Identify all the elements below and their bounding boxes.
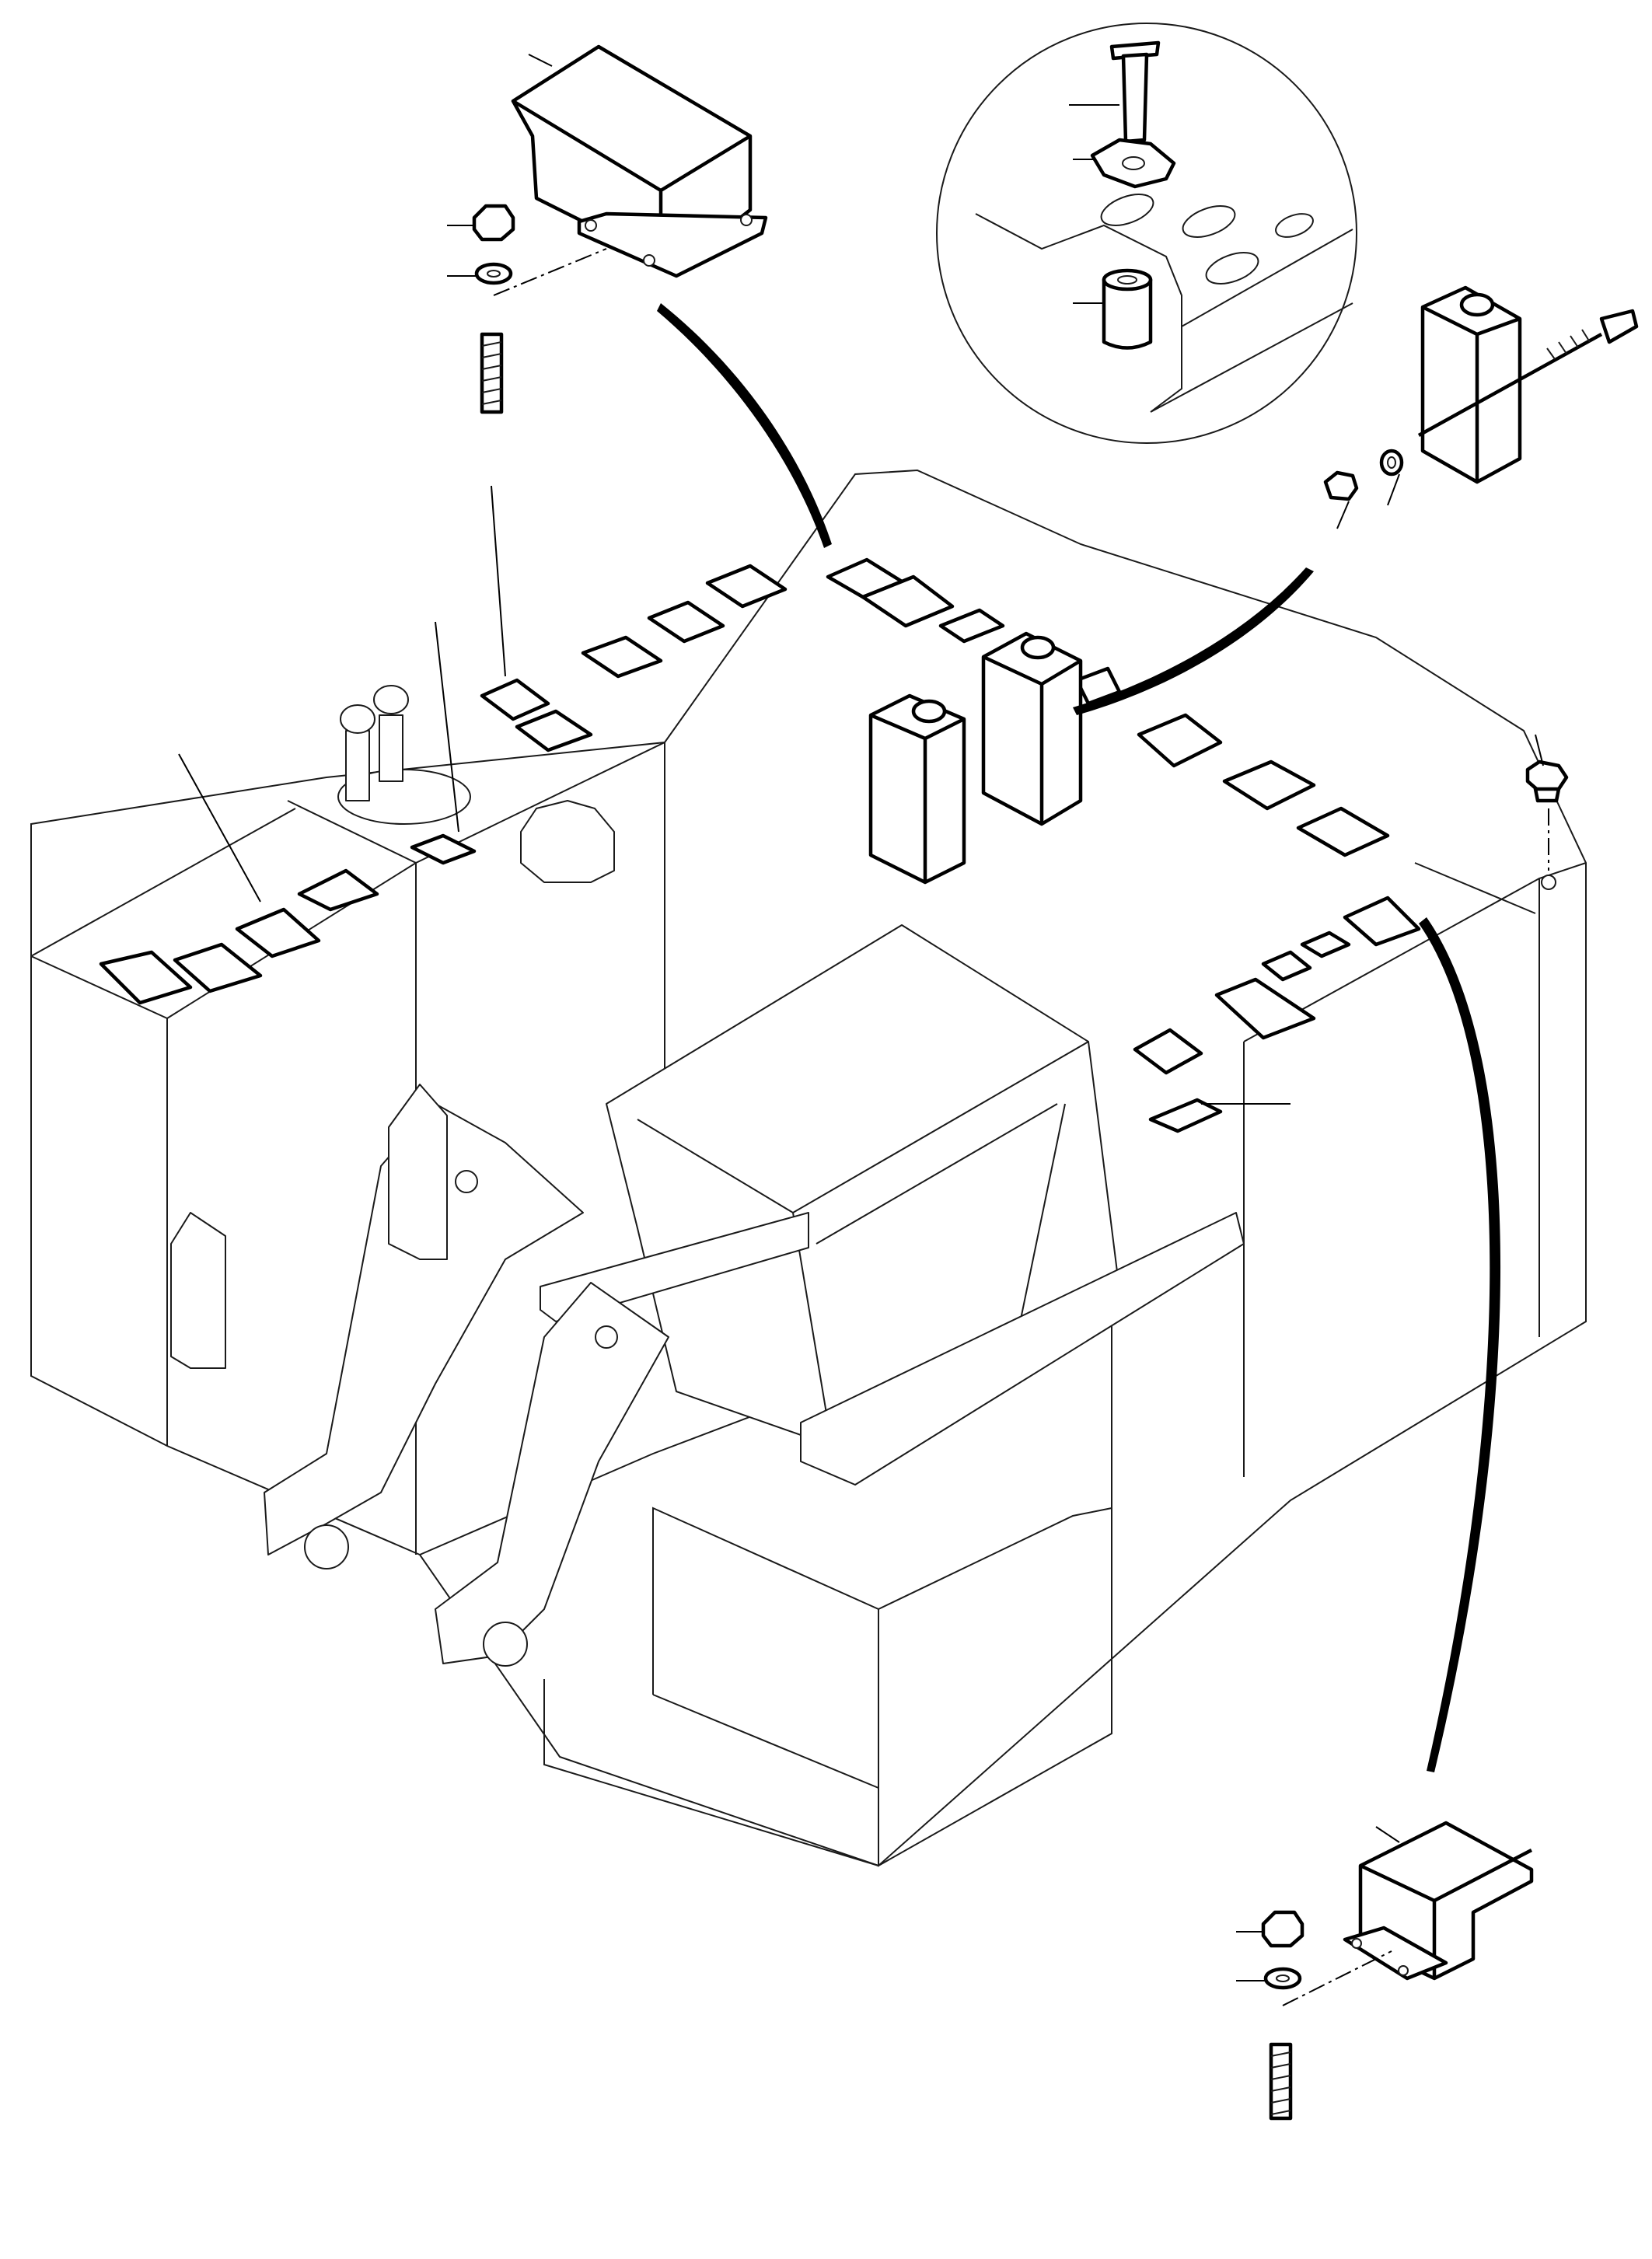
knob-stem xyxy=(379,714,403,782)
lug-hole xyxy=(483,1622,528,1667)
lifting-lug-right xyxy=(435,1282,669,1664)
label-plate xyxy=(647,600,725,644)
label-plate xyxy=(515,709,593,752)
washer xyxy=(447,262,513,285)
right-side-panel xyxy=(1243,862,1587,1477)
stud xyxy=(1269,2042,1293,2121)
label-plate xyxy=(1137,713,1223,768)
lock-nut xyxy=(1323,470,1359,529)
label-plate xyxy=(1300,930,1351,958)
knob-base xyxy=(337,769,471,825)
lock-nut xyxy=(1236,1910,1304,1948)
knob-stem xyxy=(345,730,370,801)
centerline xyxy=(1282,1950,1392,2006)
front-tray xyxy=(800,1212,1245,1486)
center-hood-edges xyxy=(637,1041,1089,1447)
label-plate xyxy=(1214,977,1316,1040)
front-block-left xyxy=(543,1679,879,1866)
tie-bolt xyxy=(1417,309,1639,437)
lock-nut xyxy=(447,204,515,242)
relay-box-upper-cover xyxy=(511,44,768,278)
label-plate xyxy=(297,868,379,912)
stud xyxy=(480,332,504,414)
label-plate xyxy=(581,635,663,679)
centerline xyxy=(493,248,607,296)
battery-cell-rear xyxy=(981,631,1083,826)
post-mid xyxy=(388,1084,448,1260)
detail-circle xyxy=(936,23,1357,444)
label-plate xyxy=(480,678,550,721)
knob-head xyxy=(373,685,409,714)
battery-cell xyxy=(1420,285,1522,484)
label-plate xyxy=(235,907,321,958)
lug-hole xyxy=(595,1325,618,1349)
assembly-arrow xyxy=(1073,567,1314,715)
battery-cell-front xyxy=(868,693,966,885)
clamp-plate xyxy=(1073,138,1176,189)
callout-leaders xyxy=(178,485,1291,1105)
assembly-arrow xyxy=(657,303,832,548)
label-plate xyxy=(1148,1098,1223,1133)
breather-plug xyxy=(1525,734,1569,890)
label-plate xyxy=(1343,896,1421,947)
lug-hole xyxy=(455,1170,478,1193)
label-plate xyxy=(173,942,263,993)
relay-box-lower-cover xyxy=(1343,1821,1534,1981)
knob-head xyxy=(340,704,375,734)
label-plate xyxy=(705,564,788,609)
washer xyxy=(1236,1967,1302,1990)
label-plate xyxy=(938,608,1005,644)
label-plate xyxy=(410,833,477,865)
cabinet-frame xyxy=(30,469,1587,1867)
label-plate xyxy=(861,574,955,628)
filler-cap xyxy=(520,800,615,883)
label-plate xyxy=(1133,1028,1203,1075)
label-plates xyxy=(99,557,1421,1133)
label-plate xyxy=(1222,759,1316,811)
assembly-arrow xyxy=(1419,917,1501,1772)
label-plate xyxy=(1296,806,1390,857)
label-plate xyxy=(1261,950,1312,982)
spacer-sleeve xyxy=(1073,268,1153,350)
lifting-lug-left xyxy=(264,1103,584,1555)
post-left xyxy=(170,1212,226,1369)
screw xyxy=(1069,40,1161,144)
label-plate xyxy=(99,950,193,1005)
lug-hole xyxy=(304,1524,349,1569)
washer xyxy=(1379,449,1404,506)
